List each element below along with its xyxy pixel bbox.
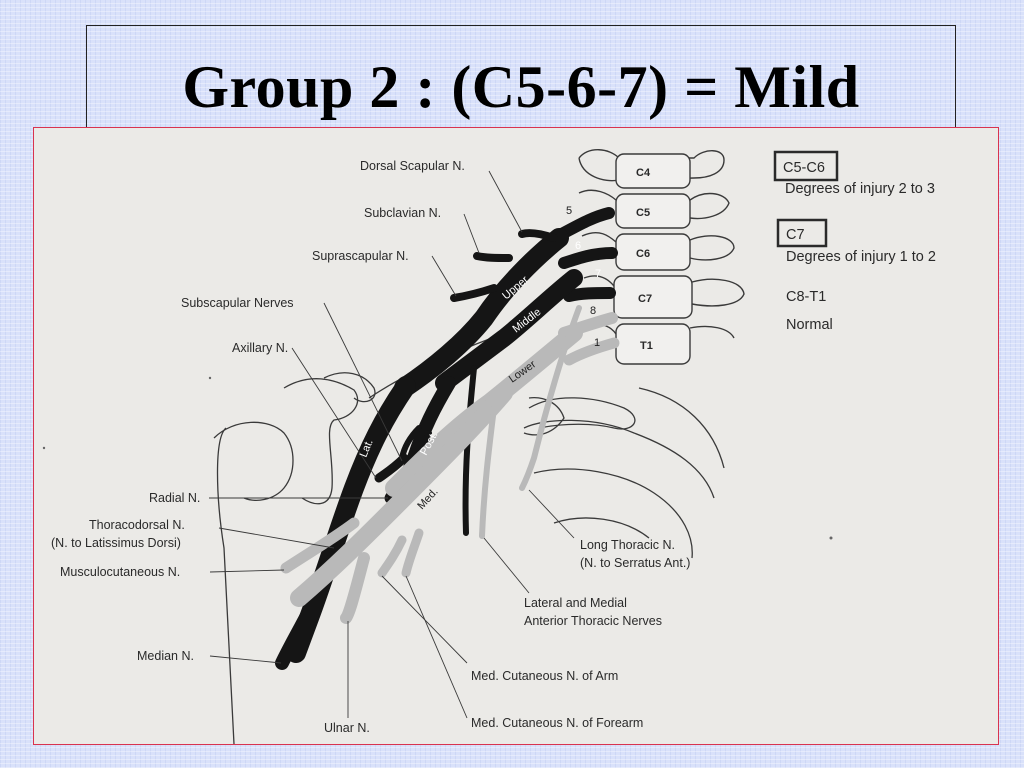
- root-number-1: 1: [594, 337, 600, 349]
- root-number-7: 7: [595, 268, 601, 280]
- chest-wall-outline: [639, 388, 724, 468]
- subclavian-nerve: [477, 256, 509, 258]
- legend-level-c5-c6: C5-C6: [783, 160, 825, 176]
- root-c6: [564, 253, 612, 263]
- vertebra-c6-body: [616, 234, 690, 270]
- label-subclavian: Subclavian N.: [364, 206, 441, 220]
- brachial-plexus-diagram: Dorsal Scapular N. Subclavian N. Suprasc…: [34, 128, 998, 744]
- ulnar-nerve: [346, 558, 364, 618]
- root-number-5: 5: [566, 205, 572, 217]
- humerus-shaft-outline: [218, 428, 235, 744]
- vertebra-label-t1: T1: [640, 340, 653, 352]
- legend-level-c7: C7: [786, 227, 805, 243]
- label-long-thoracic: Long Thoracic N.: [580, 538, 675, 552]
- label-musculocutaneous: Musculocutaneous N.: [60, 565, 180, 579]
- vertebra-c7-body: [614, 276, 692, 318]
- label-median: Median N.: [137, 649, 194, 663]
- label-subscapular: Subscapular Nerves: [181, 296, 294, 310]
- label-med-cutaneous-forearm: Med. Cutaneous N. of Forearm: [471, 716, 643, 730]
- brachial-plexus-photo: Dorsal Scapular N. Subclavian N. Suprasc…: [33, 127, 999, 745]
- vertebra-c5-body: [616, 194, 690, 228]
- label-thoracodorsal-sub: (N. to Latissimus Dorsi): [51, 536, 181, 550]
- title-box: Group 2 : (C5-6-7) = Mild: [86, 25, 956, 137]
- root-number-8: 8: [590, 305, 596, 317]
- vertebra-label-c5: C5: [636, 207, 650, 219]
- rib2-outline: [524, 420, 714, 498]
- root-t1: [569, 343, 614, 360]
- rib4-outline: [554, 518, 649, 538]
- label-axillary: Axillary N.: [232, 341, 288, 355]
- vertebra-label-c6: C6: [636, 248, 650, 260]
- label-anterior-thoracic-1: Lateral and Medial: [524, 596, 627, 610]
- humerus-head-outline: [214, 422, 293, 500]
- label-long-thoracic-sub: (N. to Serratus Ant.): [580, 556, 690, 570]
- label-ulnar: Ulnar N.: [324, 721, 370, 735]
- vertebra-c4-body: [616, 154, 690, 188]
- root-c7: [569, 293, 610, 296]
- injury-legend: C5-C6 Degrees of injury 2 to 3 C7 Degree…: [775, 152, 936, 333]
- vertebra-label-c7: C7: [638, 293, 652, 305]
- legend-text-c7: Degrees of injury 1 to 2: [786, 249, 936, 265]
- legend-text-c8-t1: Normal: [786, 317, 833, 333]
- thoracodorsal-nerve: [466, 368, 474, 533]
- label-anterior-thoracic-2: Anterior Thoracic Nerves: [524, 614, 662, 628]
- bone-outlines: [214, 323, 724, 744]
- root-number-6: 6: [575, 240, 581, 252]
- med-cutaneous-arm: [382, 540, 402, 573]
- slide-title: Group 2 : (C5-6-7) = Mild: [87, 53, 955, 121]
- label-dorsal-scapular: Dorsal Scapular N.: [360, 159, 465, 173]
- legend-level-c8-t1: C8-T1: [786, 289, 826, 305]
- label-thoracodorsal: Thoracodorsal N.: [89, 518, 185, 532]
- med-cutaneous-forearm: [406, 533, 419, 573]
- label-suprascapular: Suprascapular N.: [312, 249, 409, 263]
- vertebra-t1-body: [616, 324, 690, 364]
- vertebra-label-c4: C4: [636, 167, 651, 179]
- dorsal-scapular-nerve: [522, 233, 554, 238]
- label-med-cutaneous-arm: Med. Cutaneous N. of Arm: [471, 669, 618, 683]
- legend-text-c5-c6: Degrees of injury 2 to 3: [785, 181, 935, 197]
- label-radial: Radial N.: [149, 491, 200, 505]
